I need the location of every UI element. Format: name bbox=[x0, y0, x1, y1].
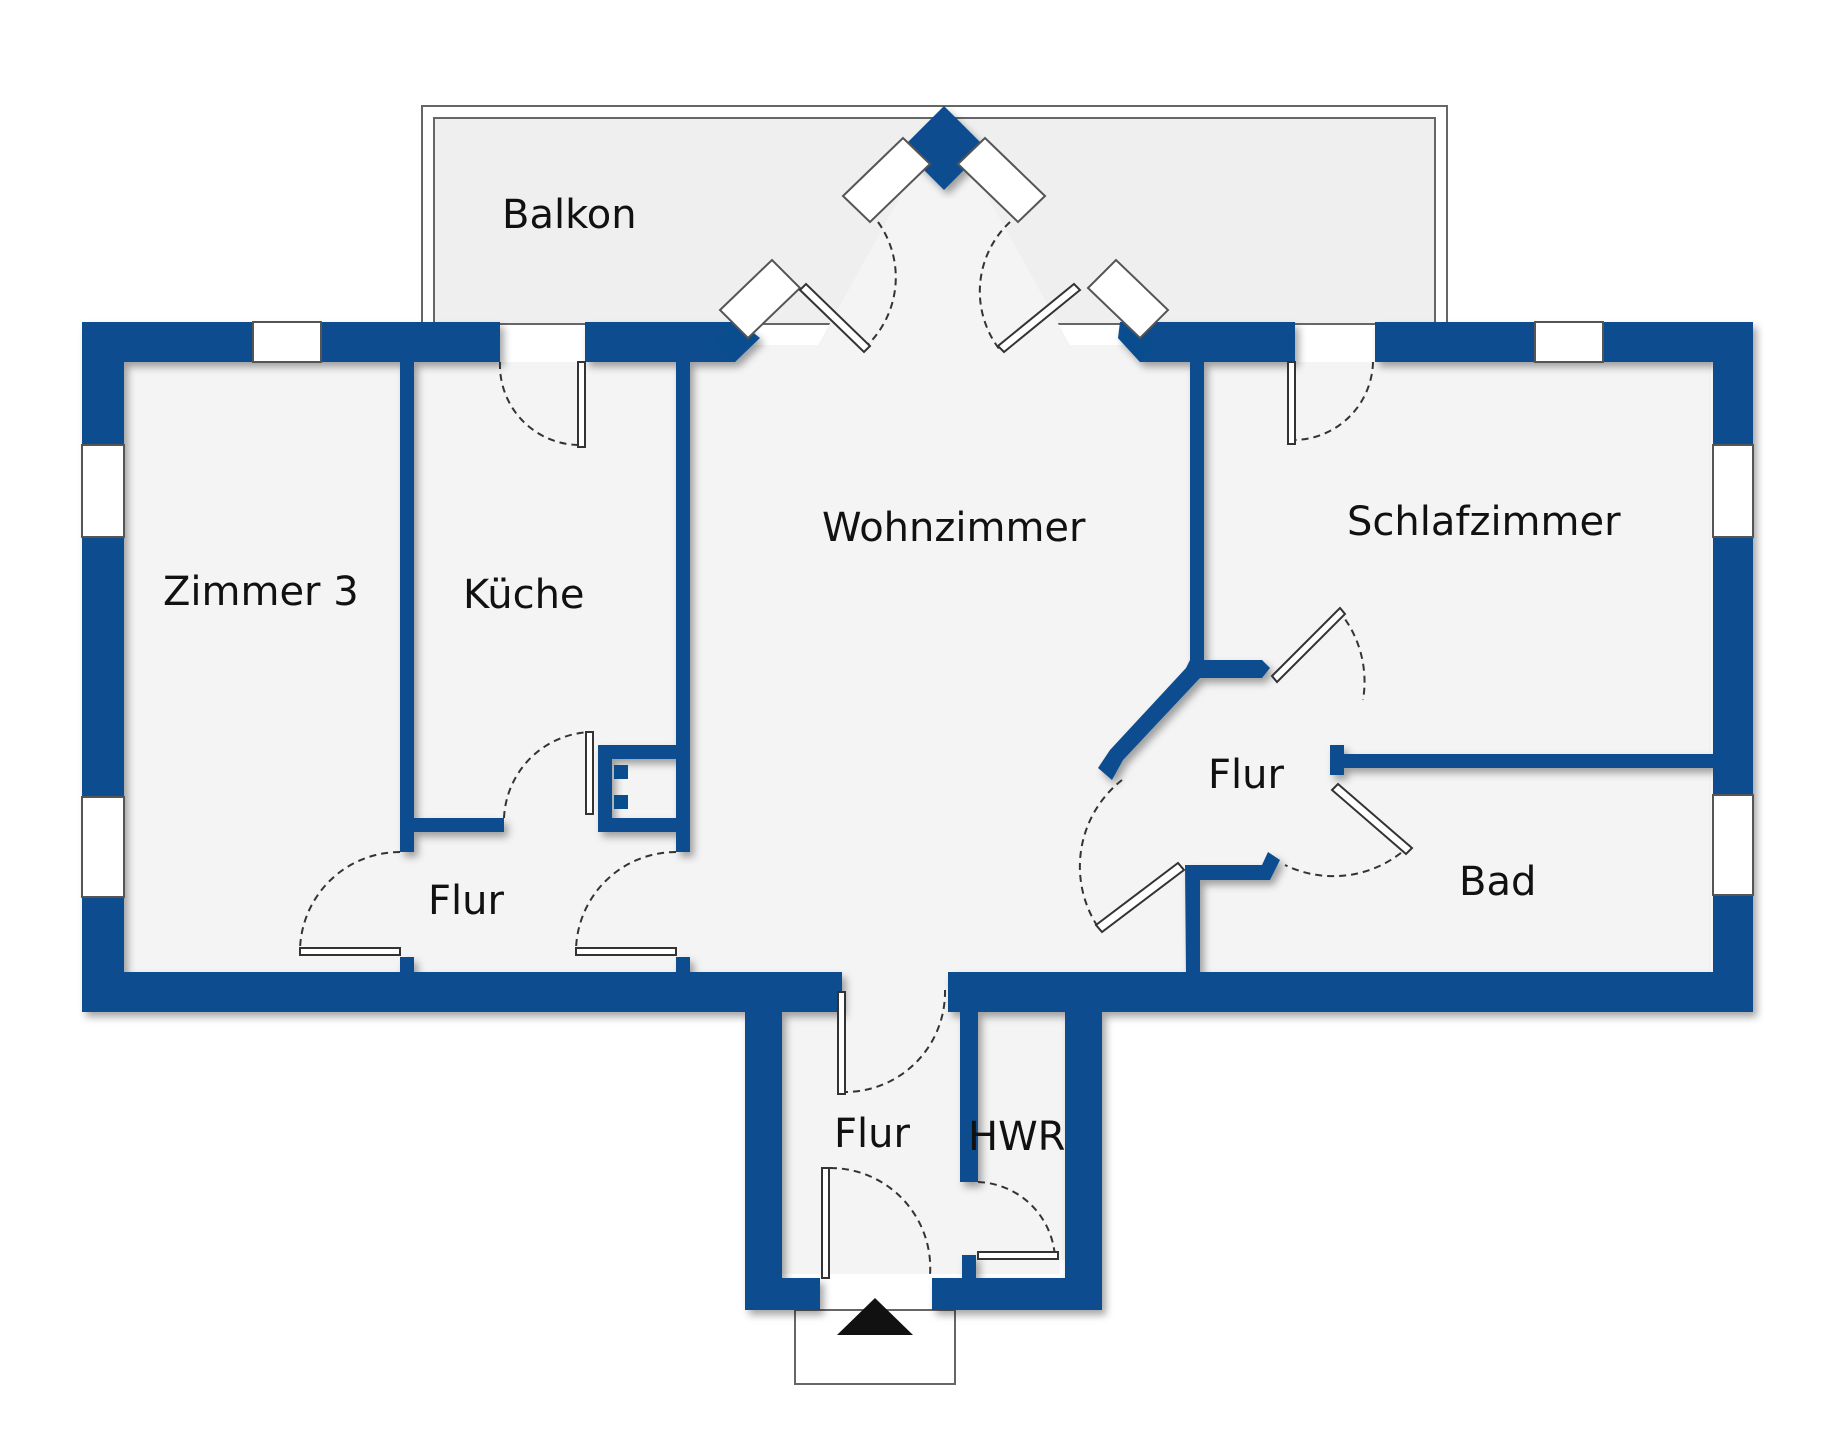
room-label-flur-west: Flur bbox=[428, 878, 504, 924]
room-label-flur-eingang: Flur bbox=[834, 1111, 910, 1157]
stove bbox=[614, 765, 628, 809]
window-balcony-2 bbox=[956, 136, 1047, 224]
window-zimmer3-left-upper bbox=[81, 444, 125, 538]
room-label-kueche: Küche bbox=[463, 572, 585, 618]
room-label-wohnzimmer: Wohnzimmer bbox=[822, 505, 1086, 551]
window-balcony-3 bbox=[718, 258, 802, 340]
window-balcony-4 bbox=[1086, 258, 1170, 340]
room-label-flur-ost: Flur bbox=[1208, 752, 1284, 798]
room-label-zimmer-3: Zimmer 3 bbox=[163, 569, 359, 615]
window-bad-right bbox=[1712, 794, 1754, 896]
doors bbox=[299, 221, 1414, 1279]
entrance-arrow-icon bbox=[837, 1298, 913, 1335]
window-balcony-1 bbox=[841, 136, 932, 224]
window-zimmer3-left-lower bbox=[81, 796, 125, 898]
room-label-hwr: HWR bbox=[968, 1114, 1065, 1160]
room-label-schlafzimmer: Schlafzimmer bbox=[1347, 499, 1621, 545]
window-schlafzimmer-right bbox=[1712, 444, 1754, 538]
windows bbox=[81, 136, 1754, 898]
room-label-bad: Bad bbox=[1459, 859, 1536, 905]
room-label-balkon: Balkon bbox=[502, 192, 637, 238]
window-schlafzimmer-top bbox=[1534, 321, 1604, 363]
walls bbox=[82, 322, 1753, 1310]
window-zimmer3-top bbox=[252, 321, 322, 363]
room-labels: Balkon Zimmer 3 Küche Wohnzimmer Schlafz… bbox=[163, 192, 1621, 1160]
floor-area bbox=[123, 118, 1711, 1274]
